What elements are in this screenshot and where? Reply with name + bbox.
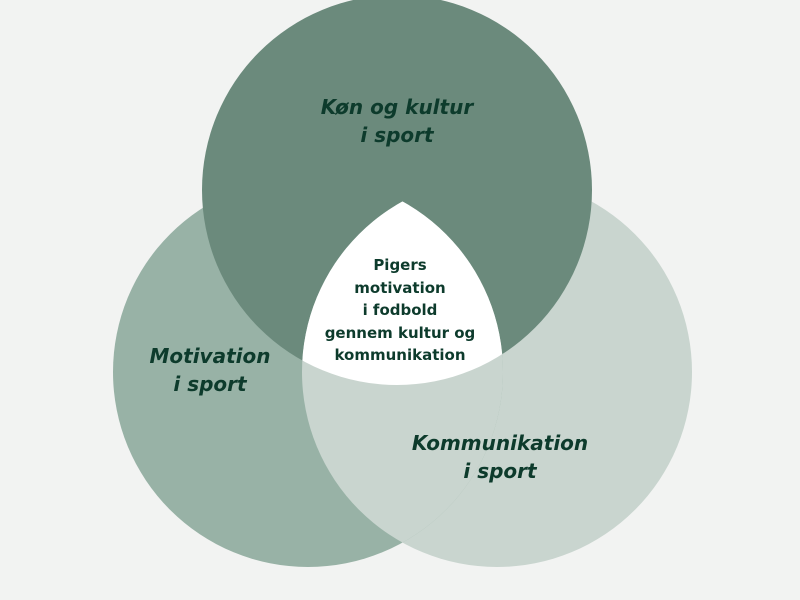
label-center-line-5: kommunikation — [334, 346, 466, 364]
label-left-line-2: i sport — [173, 371, 247, 396]
label-center-line-4: gennem kultur og — [324, 323, 476, 342]
circle-koen-og-kultur — [202, 0, 592, 385]
label-center-line-2: motivation — [354, 278, 446, 297]
label-left-circle: Motivation i sport — [110, 343, 310, 398]
label-center-line-1: Pigers — [373, 256, 427, 274]
label-right-circle: Kommunikation i sport — [385, 430, 615, 485]
label-right-line-2: i sport — [463, 458, 537, 483]
label-top-line-1: Køn og kultur — [320, 95, 474, 119]
label-left-line-1: Motivation — [149, 344, 271, 368]
label-center-line-3: i fodbold — [362, 301, 438, 319]
label-center: Pigers motivation i fodbold gennem kultu… — [300, 254, 500, 367]
label-top-line-2: i sport — [360, 122, 434, 147]
label-top-circle: Køn og kultur i sport — [297, 94, 497, 149]
label-right-line-1: Kommunikation — [411, 431, 589, 455]
